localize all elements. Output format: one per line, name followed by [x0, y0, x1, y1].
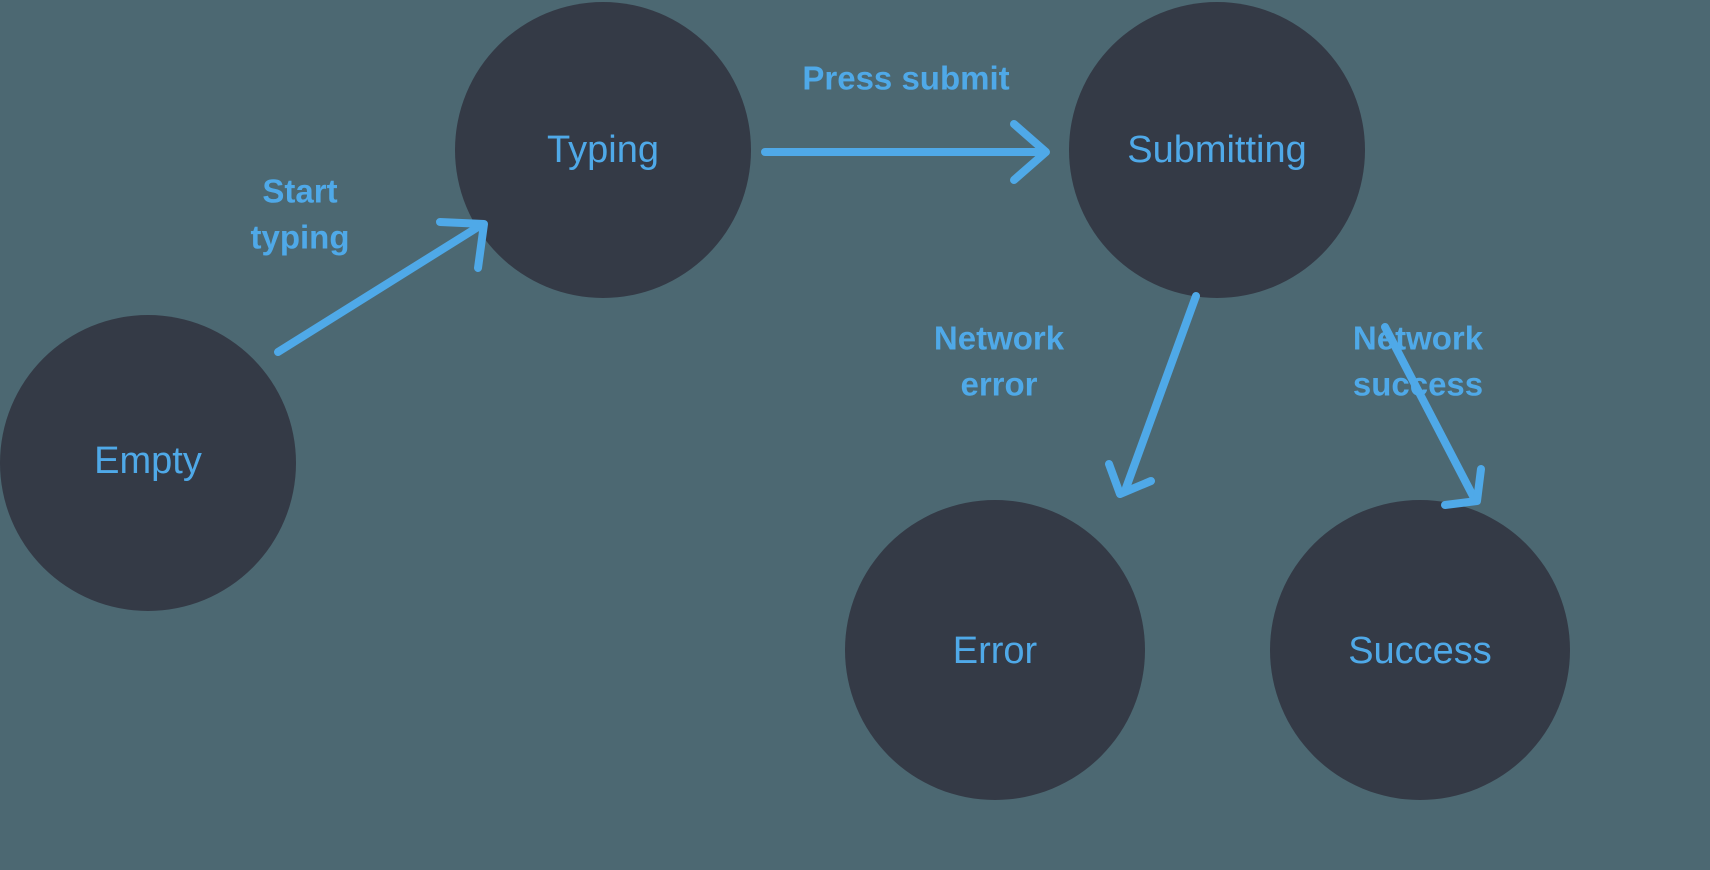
node-error-circle[interactable] — [845, 500, 1145, 800]
edge-network-success-label: Network — [1353, 320, 1484, 357]
edge-network-error-arrowhead-icon — [1105, 460, 1155, 498]
edge-network-success: Network success — [1353, 320, 1485, 509]
node-submitting-label: Submitting — [1127, 129, 1307, 171]
edge-network-success-label-line2: success — [1353, 366, 1483, 403]
node-empty[interactable]: Empty — [0, 315, 296, 611]
node-typing[interactable]: Typing — [455, 2, 751, 298]
node-empty-label: Empty — [94, 440, 202, 482]
node-success-label: Success — [1348, 630, 1492, 672]
edge-network-error-line — [1122, 292, 1200, 492]
edge-start-typing-line — [274, 223, 482, 356]
edge-network-error-label: Network — [934, 320, 1065, 357]
edge-start-typing: Start typing — [251, 173, 488, 356]
node-error-label: Error — [953, 630, 1038, 672]
node-submitting-circle[interactable] — [1069, 2, 1365, 298]
edge-network-success-line — [1381, 323, 1477, 500]
node-success[interactable]: Success — [1270, 500, 1570, 800]
edge-press-submit-arrowhead-icon — [1010, 120, 1050, 184]
node-typing-label: Typing — [547, 129, 659, 171]
node-submitting[interactable]: Submitting — [1069, 2, 1365, 298]
node-empty-circle[interactable] — [0, 315, 296, 611]
edge-press-submit-label: Press submit — [802, 60, 1009, 97]
edge-press-submit: Press submit — [761, 60, 1050, 184]
node-error[interactable]: Error — [845, 500, 1145, 800]
edge-network-error: Network error — [934, 292, 1200, 498]
node-typing-circle[interactable] — [455, 2, 751, 298]
edge-start-typing-label-line2: typing — [251, 219, 350, 256]
edge-network-error-label-line2: error — [960, 366, 1037, 403]
node-success-circle[interactable] — [1270, 500, 1570, 800]
edge-network-success-arrowhead-icon — [1441, 465, 1485, 509]
edge-start-typing-label: Start — [262, 173, 337, 210]
edge-start-typing-arrowhead-icon — [436, 218, 488, 272]
